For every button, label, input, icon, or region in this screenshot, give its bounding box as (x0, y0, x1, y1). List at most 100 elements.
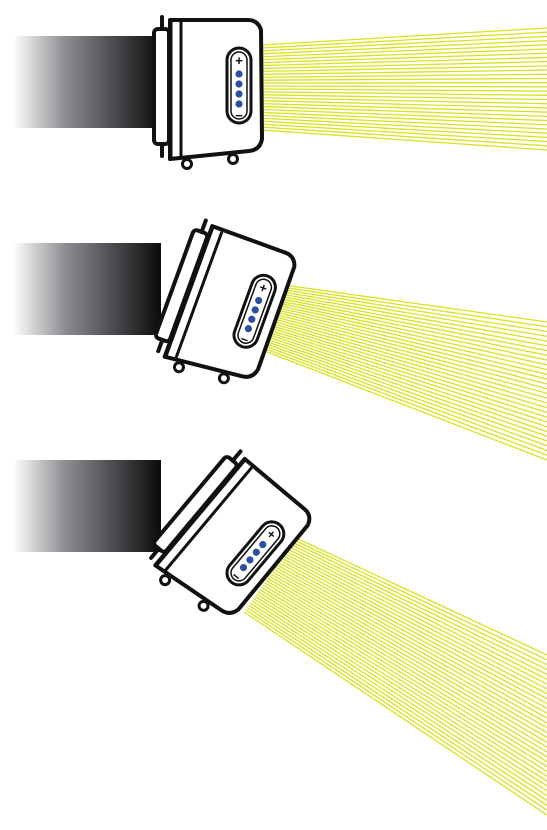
panel-1: + − (13, 15, 547, 170)
level-dot (244, 325, 252, 333)
beam-ray (264, 342, 547, 447)
beam-ray (249, 602, 547, 797)
level-dot (235, 70, 243, 78)
beam-ray (261, 88, 547, 92)
beam-ray (261, 61, 547, 70)
hinge-knob (227, 153, 239, 165)
lamp-housing (162, 224, 297, 379)
beam-ray (261, 35, 547, 52)
beam-ray (281, 291, 547, 337)
beam-ray (273, 313, 547, 385)
beam-ray (265, 580, 547, 748)
beam-ray (261, 349, 547, 461)
panel-2: + − (13, 218, 547, 461)
beam-ray (254, 595, 547, 782)
beam-ray (275, 309, 547, 375)
beam-ray (277, 302, 547, 361)
beam-ray (268, 329, 547, 418)
beam-ray (261, 56, 547, 67)
beam-ray (261, 123, 547, 143)
beam-ray (261, 73, 547, 78)
beam-ray (267, 577, 547, 743)
beam-ray (295, 537, 547, 656)
beam-ray (261, 39, 547, 55)
beam-ray (245, 609, 547, 811)
beam-ray (261, 48, 547, 61)
level-dot (259, 540, 267, 549)
lamp-housing (153, 456, 312, 615)
beam-ray (273, 568, 547, 724)
beam-ray (292, 541, 547, 666)
beam-ray (270, 322, 547, 404)
beam-ray (257, 591, 547, 772)
level-dot (248, 315, 256, 323)
beam-ray (263, 344, 547, 452)
hinge-knob (159, 574, 172, 587)
beam-ray (261, 91, 547, 96)
beam-ray (261, 111, 547, 126)
beam-ray (261, 97, 547, 105)
beam-ray (266, 335, 547, 433)
beam-ray (276, 564, 547, 714)
beam-ray (260, 586, 547, 763)
beam-ray (277, 304, 547, 366)
beam-ray (261, 108, 547, 122)
beam-ray (275, 566, 547, 719)
beam-ray (261, 105, 547, 117)
level-dot (235, 100, 243, 108)
plus-sign: + (235, 53, 243, 68)
beam-ray (253, 597, 547, 787)
beam-ray (279, 297, 547, 352)
minus-sign: − (235, 108, 243, 123)
beam-ray (270, 324, 547, 409)
beam-ray (272, 571, 547, 729)
level-dot (235, 80, 243, 88)
hinge-knob (172, 361, 185, 374)
beam-ray (261, 120, 547, 139)
head-strap (13, 243, 161, 335)
beam-ray (265, 338, 547, 437)
level-dot (255, 296, 263, 305)
hinge-knob (181, 158, 193, 170)
beam-ray (278, 562, 547, 709)
beam-ray (261, 77, 547, 81)
beam-ray (272, 317, 547, 395)
beam-ray (271, 320, 547, 399)
beam-ray (262, 347, 547, 456)
beam-ray (261, 52, 547, 64)
beam-ray (261, 69, 547, 75)
beam-ray (267, 331, 547, 423)
beam-ray (267, 333, 547, 428)
beam-ray (261, 31, 547, 49)
headlamp: + − (149, 449, 312, 615)
beam-ray (264, 582, 547, 753)
light-beam (261, 27, 547, 151)
level-dot (239, 563, 248, 572)
strap-clip (152, 27, 171, 146)
beam-ray (251, 600, 547, 792)
light-beam (261, 284, 547, 461)
beam-ray (294, 539, 547, 661)
headlamp: + − (152, 15, 264, 170)
hinge-knob (217, 372, 230, 385)
beam-ray (276, 306, 547, 371)
beam-ray (261, 85, 547, 88)
beam-ray (274, 311, 547, 380)
beam-ray (264, 340, 547, 442)
beam-ray (270, 573, 547, 734)
level-dot (252, 548, 260, 556)
beam-ray (261, 129, 547, 151)
beam-ray (261, 44, 547, 58)
beam-ray (248, 604, 547, 801)
beam-ray (290, 544, 547, 671)
level-dot (246, 556, 254, 564)
beam-ray (280, 293, 547, 342)
headlamp: + − (153, 218, 297, 385)
beam-ray (278, 300, 547, 356)
beam-ray (243, 611, 547, 816)
beam-ray (281, 557, 547, 700)
beam-ray (261, 27, 547, 46)
beam-ray (283, 555, 547, 695)
